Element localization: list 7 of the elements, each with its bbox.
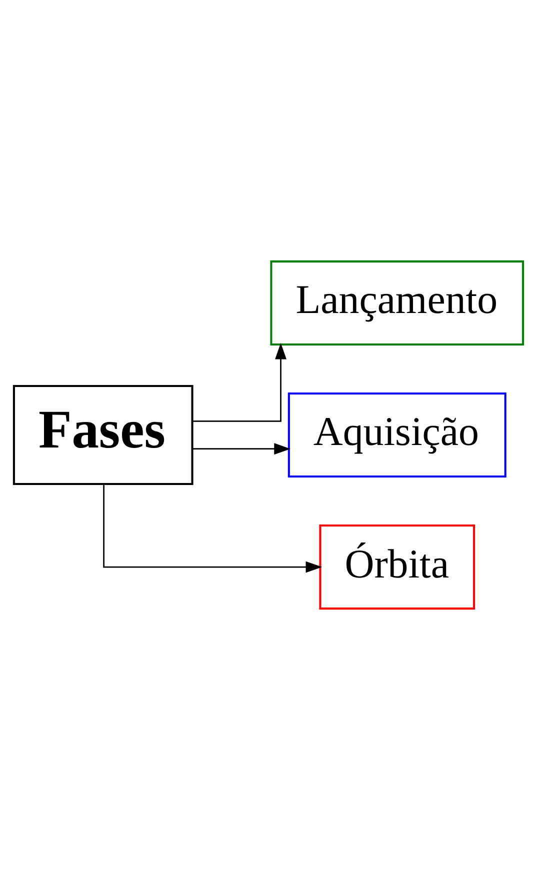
node-box: Órbita: [319, 524, 476, 610]
arrow: [192, 342, 286, 422]
node-box: Lançamento: [270, 260, 524, 346]
arrow: [103, 484, 322, 573]
node-box: Fases: [12, 384, 194, 486]
node-box: Aquisição: [288, 392, 506, 478]
arrow: [192, 443, 290, 455]
